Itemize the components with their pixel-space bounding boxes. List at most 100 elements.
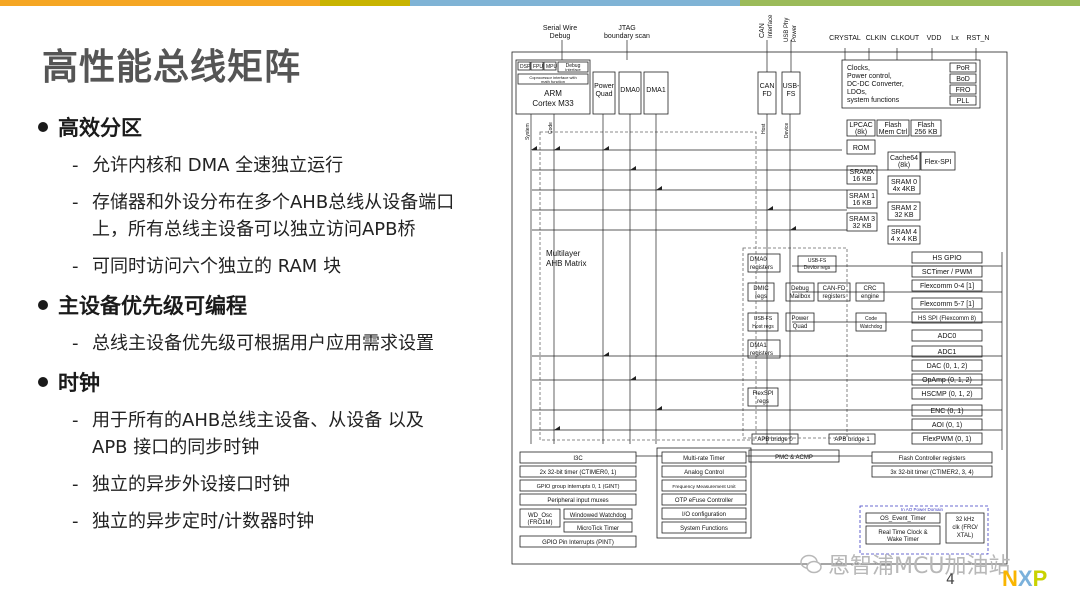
bullet-3: 时钟 xyxy=(38,367,508,397)
lbl-canfd: CAN xyxy=(760,83,775,90)
lbl-r8: OpAmp (0, 1, 2) xyxy=(922,377,972,384)
sub-bullet: -总线主设备优先级可根据用户应用需求设置 xyxy=(72,330,508,357)
lbl-dbg: Debug xyxy=(566,63,581,69)
lbl-bm2: Frequency Measurement Unit xyxy=(672,484,736,490)
lbl-sram4: SRAM 4 xyxy=(891,229,917,236)
sub-bullet: -独立的异步定时/计数器时钟 xyxy=(72,508,508,535)
lbl-sram0: SRAM 0 xyxy=(891,179,917,186)
lbl-usbdev2: Device regs xyxy=(804,265,831,271)
lbl-device: Device xyxy=(784,122,790,138)
core-block xyxy=(515,59,591,115)
lbl-fsr: FlexSPI xyxy=(752,391,773,397)
logo-n: N xyxy=(1002,566,1018,591)
lbl-crc2: engine xyxy=(861,294,880,300)
lbl-can2: Interface xyxy=(768,14,774,38)
lbl-bm4: I/O configuration xyxy=(682,512,726,518)
power-block xyxy=(841,59,981,109)
bullet-label: 时钟 xyxy=(58,371,100,395)
logo-x: X xyxy=(1017,566,1033,591)
chip-outline xyxy=(511,51,1008,565)
lbl-rst: RST_N xyxy=(967,35,990,42)
lbl-swd: Serial Wire xyxy=(543,25,577,32)
lbl-r5: ADC0 xyxy=(938,333,957,340)
sub-bullet-text: 总线主设备优先级可根据用户应用需求设置 xyxy=(92,333,434,354)
lbl-bm5: System Functions xyxy=(680,526,728,532)
lbl-dma0r2: registers xyxy=(750,265,773,271)
bullet-1: 高效分区 xyxy=(38,112,508,142)
wechat-icon xyxy=(800,554,822,574)
lbl-r3: Flexcomm 5-7 [1] xyxy=(920,301,974,308)
bullet-dot-icon xyxy=(38,377,48,387)
lbl-pq2: Quad xyxy=(595,91,612,98)
lbl-cw2: Watchdog xyxy=(860,324,883,330)
lbl-matrix2: AHB Matrix xyxy=(546,259,586,268)
lbl-wdosc: WD_Osc xyxy=(528,513,552,519)
sub-bullet-text: 允许内核和 DMA 全速独立运行 xyxy=(92,155,344,176)
nxp-logo: N X P xyxy=(1002,566,1047,592)
top-color-bar xyxy=(0,0,1080,6)
lbl-mt: MicroTick Timer xyxy=(577,526,619,532)
lbl-code: Code xyxy=(548,122,554,134)
bullet-list: 高效分区 -允许内核和 DMA 全速独立运行 -存储器和外设分布在多个AHB总线… xyxy=(38,112,508,545)
lbl-r10: ENC (0, 1) xyxy=(930,408,963,415)
lbl-pqr2: Quad xyxy=(793,324,808,330)
lbl-coproc: Coprocessor interface with xyxy=(529,75,576,80)
lbl-r4: HS SPI (Flexcomm 8) xyxy=(918,316,976,322)
slide-title: 高性能总线矩阵 xyxy=(42,47,302,88)
bullet-dot-icon xyxy=(38,300,48,310)
powerquad-block xyxy=(592,71,616,115)
bullet-2: 主设备优先级可编程 xyxy=(38,290,508,320)
lbl-pmc: PMC & ACMP xyxy=(775,455,813,461)
sub-bullet: -允许内核和 DMA 全速独立运行 xyxy=(72,152,508,179)
lbl-r7: DAC (0, 1, 2) xyxy=(927,363,968,370)
lbl-lpcac: LPCAC xyxy=(849,122,872,129)
lbl-sram3: SRAM 3 xyxy=(849,216,875,223)
sub-bullet: -用于所有的AHB总线主设备、从设备 以及 APB 接口的同步时钟 xyxy=(72,407,508,461)
lbl-pq: Power xyxy=(594,83,615,90)
bar-seg-3 xyxy=(410,0,740,6)
lbl-usb: USB Phy xyxy=(784,18,790,42)
lbl-dma1r: DMA1 xyxy=(750,343,767,349)
lbl-usbh: USB-FS xyxy=(754,316,773,322)
lbl-rtc: Real Time Clock & xyxy=(878,530,927,536)
lbl-bl1: 2x 32-bit timer (CTIMER0, 1) xyxy=(540,470,617,476)
lbl-dmic2: regs xyxy=(755,294,767,300)
lbl-clkin: CLKIN xyxy=(866,35,887,42)
lbl-can: CAN xyxy=(759,23,766,38)
lbl-fsr2: regs xyxy=(757,399,769,405)
sub-bullet-text: 可同时访问六个独立的 RAM 块 xyxy=(92,256,342,277)
lbl-dma0r: DMA0 xyxy=(750,257,767,263)
lbl-sramx: SRAMX xyxy=(850,169,875,176)
lbl-cw: Code xyxy=(865,316,877,322)
lbl-r1: SCTimer / PWM xyxy=(922,269,972,276)
lbl-br1: 3x 32-bit timer (CTIMER2, 3, 4) xyxy=(890,470,973,476)
bullet-dot-icon xyxy=(38,122,48,132)
lbl-apb1: APB bridge 1 xyxy=(834,437,870,443)
wechat-watermark: 恩智浦MCU加油站 xyxy=(800,548,1010,580)
lbl-power-0: Clocks, xyxy=(847,65,870,72)
lbl-bl0: I3C xyxy=(573,456,583,462)
lbl-r11: AOI (0, 1) xyxy=(932,422,962,429)
lbl-lpcac2: (8k) xyxy=(855,129,867,136)
sub-bullet-text: 存储器和外设分布在多个AHB总线从设备端口 上，所有总线主设备可以独立访问APB… xyxy=(92,192,455,240)
lbl-system: System xyxy=(525,123,531,140)
lbl-sramx2: 16 KB xyxy=(852,176,871,183)
lbl-crystal: CRYSTAL xyxy=(829,35,861,42)
lbl-cache2: (8k) xyxy=(898,162,910,169)
lbl-mpu: MPU xyxy=(546,64,558,70)
lbl-sram02: 4x 4KB xyxy=(893,186,916,193)
lbl-power-3: LDOs, xyxy=(847,89,867,96)
lbl-pqr: Power xyxy=(791,316,808,322)
lbl-bl3: Peripheral input muxes xyxy=(547,498,608,504)
lbl-bm0: Multi-rate Timer xyxy=(683,456,725,462)
lbl-crc: CRC xyxy=(864,286,878,292)
lbl-r12: FlexPWM (0, 1) xyxy=(923,436,972,443)
lbl-dbg2: Interface xyxy=(565,67,581,72)
lbl-canfd2: FD xyxy=(762,91,771,98)
lbl-usbh2: Host regs xyxy=(752,324,774,330)
lbl-lx: Lx xyxy=(951,35,959,42)
lbl-flash: Flash xyxy=(917,122,934,129)
lbl-apb0: APB bridge 0 xyxy=(757,437,793,443)
lbl-cache: Cache64 xyxy=(890,155,918,162)
lbl-sram22: 32 KB xyxy=(894,212,913,219)
